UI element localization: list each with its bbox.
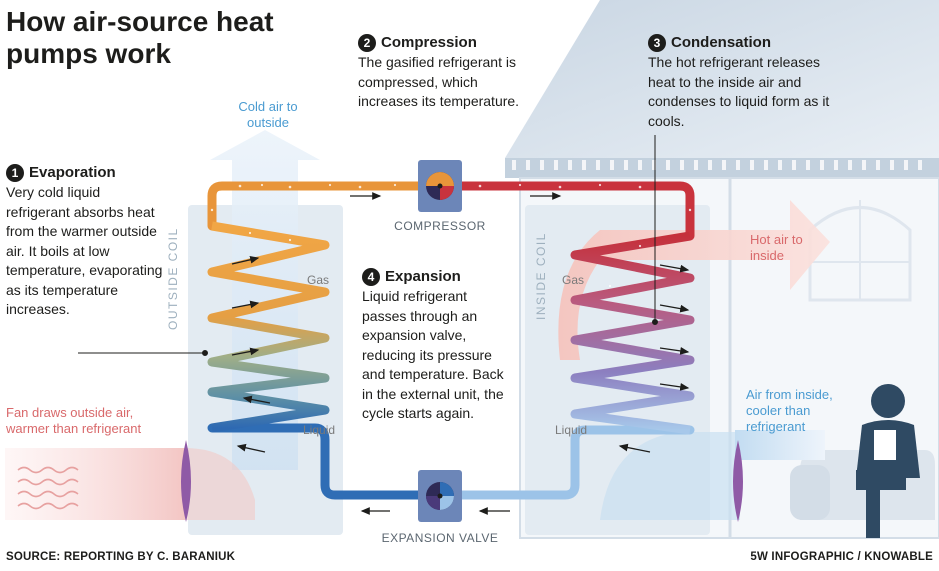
step-condensation: 3 Condensation The hot refrigerant relea… xyxy=(648,33,838,131)
infographic-credit: 5W INFOGRAPHIC / KNOWABLE xyxy=(750,551,933,563)
flow-arrows xyxy=(231,192,690,515)
step-number-badge: 2 xyxy=(358,34,376,52)
step-number-badge: 3 xyxy=(648,34,666,52)
liquid-pipe-inside xyxy=(457,425,695,500)
outside-gas-label: Gas xyxy=(307,273,330,287)
hot-air-arrow xyxy=(558,200,830,360)
evaporation-text: Very cold liquid refrigerant absorbs hea… xyxy=(6,184,163,317)
condensation-text: The hot refrigerant releases heat to the… xyxy=(648,54,830,129)
warm-air-lines xyxy=(17,466,79,510)
step-title: Evaporation xyxy=(29,164,116,181)
compression-heading: 2 Compression xyxy=(358,33,533,53)
person-figure xyxy=(856,384,920,538)
hot-air-label: Hot air to inside xyxy=(750,232,803,263)
liquid-pipe-outside xyxy=(207,423,425,500)
condensation-heading: 3 Condensation xyxy=(648,33,838,53)
hot-gas-pipe xyxy=(457,181,695,241)
inside-liquid-label: Liquid xyxy=(555,423,588,437)
inside-fan-icon xyxy=(733,440,743,522)
source-credit: SOURCE: REPORTING BY C. BARANIUK xyxy=(6,551,236,563)
inside-coil xyxy=(570,231,695,435)
outside-fan-icon xyxy=(181,440,191,522)
step-number-badge: 4 xyxy=(362,268,380,286)
outside-coil-label: OUTSIDE COIL xyxy=(166,227,180,330)
evaporation-heading: 1 Evaporation xyxy=(6,163,166,183)
step-compression: 2 Compression The gasified refrigerant i… xyxy=(358,33,533,112)
step-title: Compression xyxy=(381,34,477,51)
fan-air-stream xyxy=(5,448,185,520)
inside-gas-label: Gas xyxy=(562,273,585,287)
compression-text: The gasified refrigerant is compressed, … xyxy=(358,54,520,109)
cold-air-label: Cold air to outside xyxy=(238,99,298,130)
gas-pipe-to-compressor xyxy=(207,181,425,231)
step-evaporation: 1 Evaporation Very cold liquid refrigera… xyxy=(6,163,166,320)
step-title: Expansion xyxy=(385,268,461,285)
step-title: Condensation xyxy=(671,34,771,51)
inside-coil-label: INSIDE COIL xyxy=(534,232,548,320)
step-number-badge: 1 xyxy=(6,164,24,182)
leader-lines xyxy=(78,135,658,356)
step-expansion: 4 Expansion Liquid refrigerant passes th… xyxy=(362,267,512,424)
outside-liquid-label: Liquid xyxy=(303,423,336,437)
expansion-text: Liquid refrigerant passes through an exp… xyxy=(362,288,504,421)
compressor-label: COMPRESSOR xyxy=(394,219,486,233)
compressor-icon xyxy=(418,160,462,212)
fan-label: Fan draws outside air, warmer than refri… xyxy=(6,405,142,436)
inside-air-stream xyxy=(735,430,825,460)
expansion-valve-icon xyxy=(418,470,462,522)
page-title: How air-source heat pumps work xyxy=(6,6,274,69)
expansion-heading: 4 Expansion xyxy=(362,267,512,287)
expansion-valve-label: EXPANSION VALVE xyxy=(381,531,499,545)
inside-air-label: Air from inside, cooler than refrigerant xyxy=(746,387,833,434)
